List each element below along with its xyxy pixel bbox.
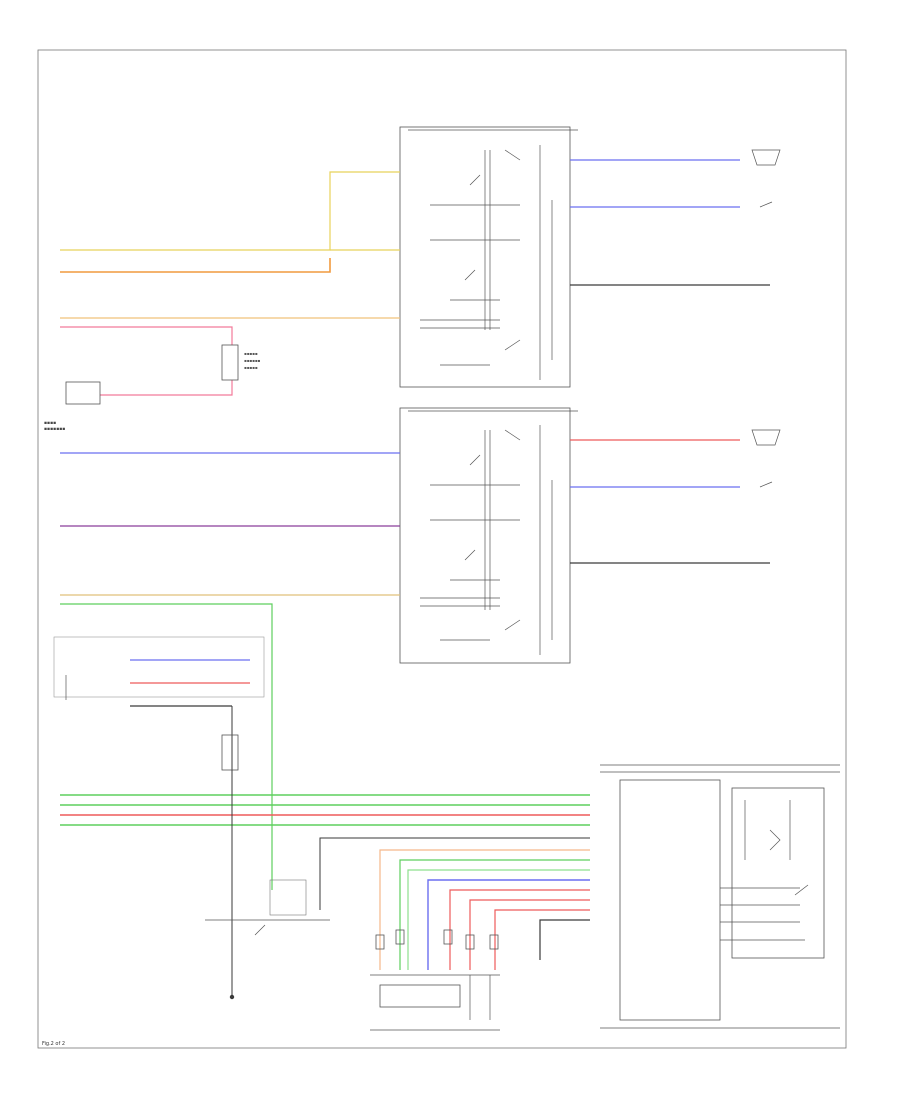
connector-block: [370, 929, 500, 1031]
upper-power-window-switch: [399, 126, 578, 388]
bus-wires: [60, 794, 590, 970]
svg-text:▪▪▪▪▪: ▪▪▪▪▪: [244, 351, 258, 356]
control-unit: [600, 764, 840, 1029]
relay-component: ▪▪▪▪▪ ▪▪▪▪▪▪ ▪▪▪▪▪: [221, 344, 261, 381]
upper-output-wires: [570, 149, 781, 286]
svg-text:▪▪▪▪▪▪▪: ▪▪▪▪▪▪▪: [44, 427, 65, 432]
lower-output-wires: [570, 429, 781, 564]
page-number: Fig.2 of 2: [42, 1041, 65, 1047]
svg-text:▪▪▪▪▪: ▪▪▪▪▪: [244, 365, 258, 370]
lower-power-window-switch: [399, 407, 578, 664]
left-input-wires: [60, 171, 400, 890]
svg-text:▪▪▪▪▪▪: ▪▪▪▪▪▪: [244, 358, 261, 363]
left-switch-group: [53, 636, 265, 771]
svg-text:▪▪▪▪: ▪▪▪▪: [44, 421, 56, 426]
ground-section: [205, 770, 330, 1000]
fuse-box: [65, 381, 101, 405]
diagram-frame: [37, 49, 847, 1049]
